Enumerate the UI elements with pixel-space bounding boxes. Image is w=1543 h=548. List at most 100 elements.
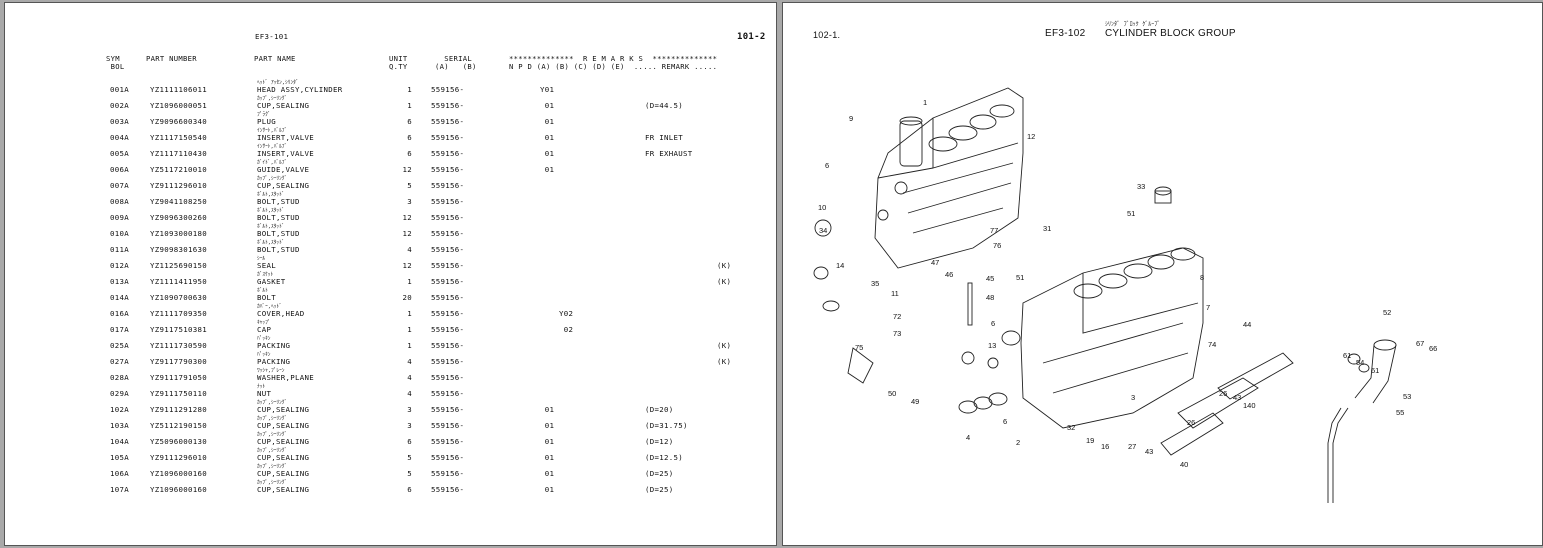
- symbol-cell: 011A: [110, 245, 129, 254]
- svg-text:48: 48: [986, 293, 994, 302]
- npd-cell: 01: [540, 149, 555, 158]
- svg-text:19: 19: [1086, 436, 1094, 445]
- svg-text:75: 75: [855, 343, 863, 352]
- serial-cell: 559156-: [431, 293, 465, 302]
- symbol-cell: 005A: [110, 149, 129, 158]
- part-number-cell: YZ1111730590: [150, 341, 207, 350]
- diagram-page: 102-1. EF3-102 ｼﾘﾝﾀﾞ ﾌﾞﾛｯｸ ｸﾞﾙｰﾌﾟ CYLIND…: [782, 2, 1543, 546]
- symbol-cell: 029A: [110, 389, 129, 398]
- remark-cell: (D=25): [645, 485, 674, 494]
- npd-cell: Y02: [540, 309, 574, 318]
- remark-cell: FR INLET: [645, 133, 683, 142]
- symbol-cell: 104A: [110, 437, 129, 446]
- serial-cell: 559156-: [431, 181, 465, 190]
- part-name-kana: ﾎﾞﾙﾄ,ｽﾀｯﾄﾞ: [257, 240, 285, 246]
- svg-text:44: 44: [1243, 320, 1251, 329]
- svg-text:12: 12: [1027, 132, 1035, 141]
- svg-text:140: 140: [1243, 401, 1256, 410]
- symbol-cell: 025A: [110, 341, 129, 350]
- column-header-symbol: SYM BOL: [106, 54, 125, 71]
- serial-cell: 559156-: [431, 245, 465, 254]
- parts-list-page: EF3-101 101-2 SYM BOL PART NUMBER PART N…: [4, 2, 777, 546]
- part-name-kana: ｶﾊﾞｰ,ﾍｯﾄﾞ: [257, 304, 282, 310]
- svg-text:16: 16: [1101, 442, 1109, 451]
- part-number-cell: YZ9096300260: [150, 213, 207, 222]
- column-header-unit-qty: UNIT Q.TY: [389, 54, 408, 71]
- svg-text:45: 45: [986, 274, 994, 283]
- svg-text:55: 55: [1396, 408, 1404, 417]
- part-number-cell: YZ9111750110: [150, 389, 207, 398]
- part-name-kana: ｶｯﾌﾟ,ｼｰﾘﾝｸﾞ: [257, 176, 288, 182]
- part-name-kana: ﾎﾞﾙﾄ,ｽﾀｯﾄﾞ: [257, 224, 285, 230]
- part-name-kana: ｶｯﾌﾟ,ｼｰﾘﾝｸﾞ: [257, 96, 288, 102]
- qty-cell: 5: [407, 453, 412, 462]
- part-name-cell: CUP,SEALING: [257, 437, 310, 446]
- npd-cell: Y01: [540, 85, 555, 94]
- column-header-part-name: PART NAME: [254, 54, 296, 63]
- part-number-cell: YZ1111106011: [150, 85, 207, 94]
- npd-cell: 01: [540, 101, 555, 110]
- part-name-kana: ﾎﾞﾙﾄ,ｽﾀｯﾄﾞ: [257, 192, 285, 198]
- npd-cell: 01: [540, 421, 555, 430]
- serial-cell: 559156-: [431, 101, 465, 110]
- part-name-kana: ｶｯﾌﾟ,ｼｰﾘﾝｸﾞ: [257, 480, 288, 486]
- part-number-cell: YZ1111709350: [150, 309, 207, 318]
- lower-block-illustration: [1001, 247, 1204, 429]
- qty-cell: 1: [407, 277, 412, 286]
- part-number-cell: YZ9098301630: [150, 245, 207, 254]
- npd-cell: 01: [540, 485, 555, 494]
- qty-cell: 12: [402, 165, 412, 174]
- cylinder-block-exploded-diagram: 1 9 12 6 10 34 14 35 11 77 76 31 47 46 4…: [813, 87, 1437, 503]
- column-header-part-number: PART NUMBER: [146, 54, 197, 63]
- remark-cell: (D=31.75): [645, 421, 688, 430]
- svg-text:11: 11: [891, 289, 899, 298]
- serial-cell: 559156-: [431, 261, 465, 270]
- npd-cell: 01: [540, 133, 555, 142]
- svg-text:50: 50: [888, 389, 896, 398]
- svg-text:7: 7: [1206, 303, 1210, 312]
- svg-text:14: 14: [836, 261, 844, 270]
- part-name-kana: ｶﾞｽｹｯﾄ: [257, 272, 274, 278]
- upper-block-illustration: [874, 87, 1024, 269]
- serial-cell: 559156-: [431, 117, 465, 126]
- svg-text:72: 72: [893, 312, 901, 321]
- part-name-cell: HEAD ASSY,CYLINDER: [257, 85, 343, 94]
- document-code: EF3-102: [1045, 28, 1086, 39]
- serial-cell: 559156-: [431, 357, 465, 366]
- serial-cell: 559156-: [431, 277, 465, 286]
- part-name-cell: SEAL: [257, 261, 276, 270]
- part-name-kana: ﾎﾞﾙﾄ,ｽﾀｯﾄﾞ: [257, 208, 285, 214]
- symbol-cell: 017A: [110, 325, 129, 334]
- qty-cell: 1: [407, 325, 412, 334]
- serial-cell: 559156-: [431, 133, 465, 142]
- serial-cell: 559156-: [431, 149, 465, 158]
- remark-cell: (D=12.5): [645, 453, 683, 462]
- qty-cell: 6: [407, 133, 412, 142]
- remark-cell: (D=25): [645, 469, 674, 478]
- column-header-remarks-sub: N P D (A) (B) (C) (D) (E) ..... REMARK .…: [509, 62, 718, 71]
- page-title: CYLINDER BLOCK GROUP: [1105, 28, 1236, 39]
- serial-cell: 559156-: [431, 405, 465, 414]
- qty-cell: 4: [407, 389, 412, 398]
- part-number-cell: YZ1090700630: [150, 293, 207, 302]
- qty-cell: 3: [407, 197, 412, 206]
- part-number-cell: YZ1117110430: [150, 149, 207, 158]
- part-name-cell: BOLT,STUD: [257, 197, 300, 206]
- symbol-cell: 002A: [110, 101, 129, 110]
- serial-cell: 559156-: [431, 309, 465, 318]
- symbol-cell: 008A: [110, 197, 129, 206]
- symbol-cell: 014A: [110, 293, 129, 302]
- serial-cell: 559156-: [431, 325, 465, 334]
- part-name-cell: CAP: [257, 325, 272, 334]
- serial-cell: 559156-: [431, 485, 465, 494]
